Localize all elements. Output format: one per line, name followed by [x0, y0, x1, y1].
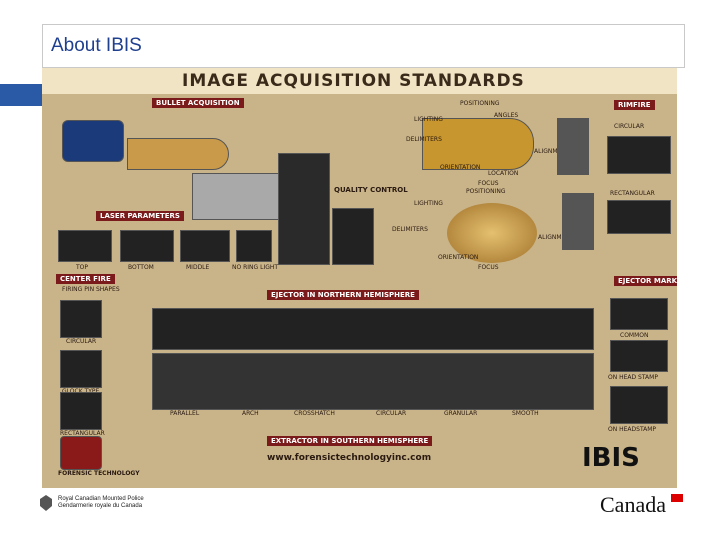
case-head-label: LIGHTING [414, 200, 443, 207]
rimfire-caption: CIRCULAR [614, 123, 645, 130]
laser-caption: NO RING LIGHT [232, 264, 279, 271]
acquisition-device [62, 120, 124, 162]
bullet-photo [127, 138, 229, 170]
rimfire-rectangular-photo [607, 200, 671, 234]
laser-caption: MIDDLE [186, 264, 210, 271]
case-head-label: FOCUS [478, 264, 499, 271]
bullet-rollout-photo [192, 173, 284, 220]
rimfire-caption: RECTANGULAR [610, 190, 655, 197]
laser-caption: BOTTOM [128, 264, 154, 271]
breech-row-top [152, 308, 594, 350]
breech-row-bottom [152, 353, 594, 410]
breech-caption: CIRCULAR [376, 410, 407, 417]
case-label: ANGLES [494, 112, 519, 119]
case-label: LOCATION [488, 170, 519, 177]
rimfire-fixture-2 [562, 193, 594, 250]
ejector-caption: ON HEAD STAMP [608, 374, 658, 381]
case-label: LIGHTING [414, 116, 443, 123]
extractor-south-label: EXTRACTOR IN SOUTHERN HEMISPHERE [267, 436, 433, 446]
quality-control-stripe [278, 153, 330, 265]
ejector-marks-label: EJECTOR MARKS [614, 276, 677, 286]
cartridge-head-photo [447, 203, 537, 263]
firing-pin-shapes-label: FIRING PIN SHAPES [62, 286, 120, 293]
case-head-label: ALIGNMENT [538, 234, 574, 241]
side-accent-bar [0, 84, 42, 106]
ejector-photo [610, 340, 668, 372]
brand-name: FORENSIC TECHNOLOGY [58, 470, 140, 477]
case-head-label: DELIMITERS [392, 226, 428, 233]
laser-photo-middle [180, 230, 230, 262]
canada-wordmark: Canada [600, 492, 666, 517]
poster-heading: IMAGE ACQUISITION STANDARDS [182, 71, 525, 91]
slide-title: About IBIS [51, 35, 142, 56]
breech-caption: PARALLEL [170, 410, 200, 417]
quality-control-photo [332, 208, 374, 265]
case-label: ALIGNMENT [534, 148, 570, 155]
case-head-label: FOCUS [478, 180, 499, 187]
laser-caption: TOP [76, 264, 89, 271]
case-head-label: POSITIONING [466, 188, 506, 195]
case-label: POSITIONING [460, 100, 500, 107]
case-label: ORIENTATION [440, 164, 481, 171]
firing-pin-caption: RECTANGULAR [60, 430, 105, 437]
ibis-logo: IBIS [582, 443, 640, 473]
quality-control-label: QUALITY CONTROL [334, 186, 408, 194]
laser-photo-top [58, 230, 112, 262]
laser-parameters-label: LASER PARAMETERS [96, 211, 184, 221]
rcmp-name-fr: Gendarmerie royale du Canada [58, 503, 143, 509]
firing-pin-photo [60, 300, 102, 338]
ejector-north-label: EJECTOR IN NORTHERN HEMISPHERE [267, 290, 419, 300]
forensic-technology-logo [60, 436, 102, 470]
breech-caption: CROSSHATCH [294, 410, 335, 417]
firing-pin-caption: CIRCULAR [66, 338, 97, 345]
canada-flag-icon [671, 494, 683, 502]
case-label: DELIMITERS [406, 136, 442, 143]
laser-photo-no-ring [236, 230, 272, 262]
ejector-photo [610, 298, 668, 330]
poster-image: IMAGE ACQUISITION STANDARDS BULLET ACQUI… [42, 68, 677, 488]
laser-photo-bottom [120, 230, 174, 262]
poster-header: IMAGE ACQUISITION STANDARDS [42, 68, 677, 94]
breech-caption: SMOOTH [512, 410, 539, 417]
rcmp-crest-icon [40, 495, 52, 511]
firing-pin-photo [60, 350, 102, 388]
breech-caption: GRANULAR [444, 410, 478, 417]
firing-pin-caption: GLOCK TYPE [62, 388, 99, 395]
rcmp-wordmark: Royal Canadian Mounted Police Gendarmeri… [58, 496, 144, 510]
case-head-label: ORIENTATION [438, 254, 479, 261]
ejector-caption: COMMON [620, 332, 649, 339]
rcmp-name-en: Royal Canadian Mounted Police [58, 496, 144, 502]
breech-caption: ARCH [242, 410, 259, 417]
firing-pin-photo [60, 392, 102, 430]
center-fire-label: CENTER FIRE [56, 274, 115, 284]
ejector-photo [610, 386, 668, 424]
slide-title-bar: About IBIS [42, 24, 685, 68]
rimfire-label: RIMFIRE [614, 100, 655, 110]
rimfire-circular-photo [607, 136, 671, 174]
poster-website: www.forensictechnologyinc.com [267, 453, 432, 463]
rimfire-fixture [557, 118, 589, 175]
ejector-caption: ON HEADSTAMP [608, 426, 657, 433]
bullet-acquisition-label: BULLET ACQUISITION [152, 98, 244, 108]
cartridge-side-photo [422, 118, 534, 170]
